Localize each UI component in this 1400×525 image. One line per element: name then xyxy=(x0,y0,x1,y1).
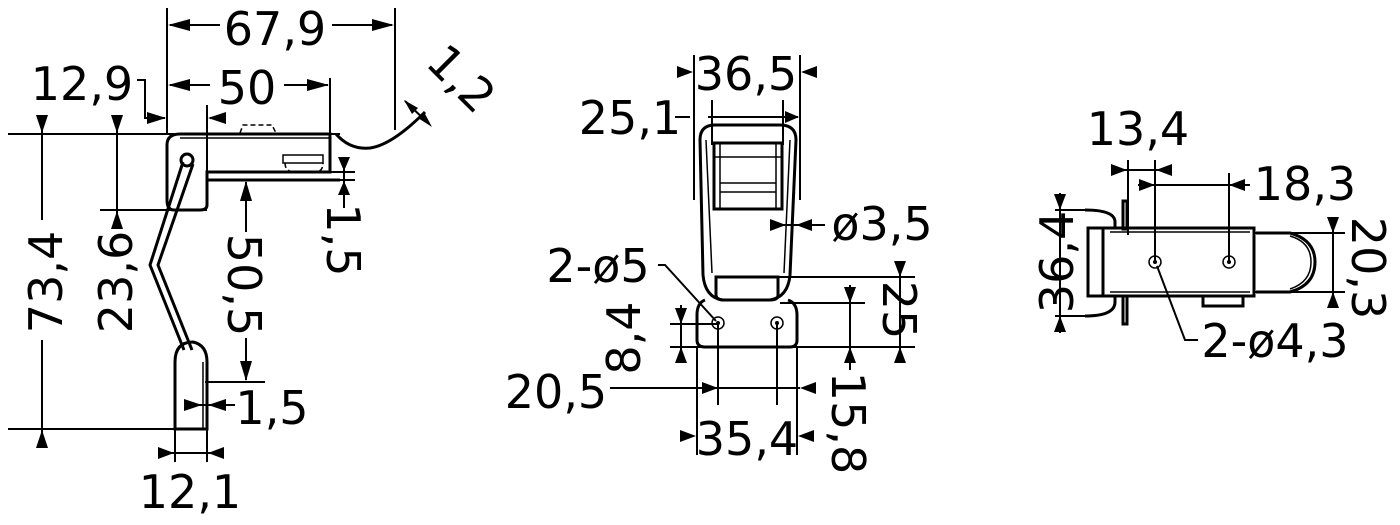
dim-hole-edge-height: 8,4 xyxy=(597,301,651,374)
dim-base-width: 35,4 xyxy=(696,412,798,466)
dim-base-height: 15,8 xyxy=(821,372,875,474)
dim-top-holes: 2-ø4,3 xyxy=(1201,314,1348,368)
side-view: 67,9 50 12,9 1,2 73,4 23,6 50,5 1,5 1,5 … xyxy=(8,2,506,519)
dim-hole-offset: 20,5 xyxy=(505,365,607,419)
dim-wire-thickness: 1,2 xyxy=(416,34,506,124)
dim-plate-thickness-top: 1,5 xyxy=(316,203,370,276)
dim-hinge-offset: 12,9 xyxy=(31,57,133,111)
front-view: 36,5 25,1 ø3,5 2-ø5 8,4 20,5 35,4 25 15,… xyxy=(505,47,933,474)
dim-overall-length: 67,9 xyxy=(224,2,326,56)
dim-front-holes: 2-ø5 xyxy=(546,239,649,293)
dim-body-length: 50 xyxy=(218,61,277,115)
dim-top-overall-width: 36,4 xyxy=(1030,211,1084,313)
dim-body-height: 23,6 xyxy=(89,231,143,333)
dim-top-body-width: 20,3 xyxy=(1341,217,1395,319)
dim-lever-length: 50,5 xyxy=(217,234,271,336)
dim-catch-width: 12,1 xyxy=(139,465,241,519)
top-view: 13,4 18,3 36,4 20,3 2-ø4,3 xyxy=(1030,102,1395,368)
dim-plate-thickness-bottom: 1,5 xyxy=(235,381,308,435)
dim-flange-offset: 13,4 xyxy=(1087,102,1189,156)
dim-wire-diameter: ø3,5 xyxy=(831,197,932,251)
dim-hole-spacing: 18,3 xyxy=(1254,157,1356,211)
dim-front-overall-width: 36,5 xyxy=(695,47,797,101)
dim-overall-height: 73,4 xyxy=(19,231,73,333)
dim-loop-height: 25 xyxy=(872,281,926,340)
dim-front-inner-width: 25,1 xyxy=(579,91,681,145)
